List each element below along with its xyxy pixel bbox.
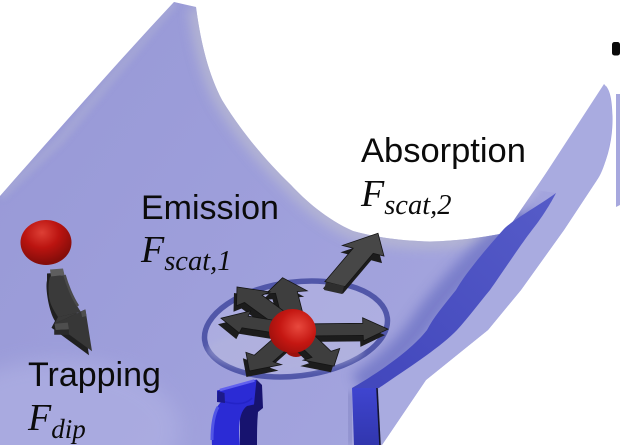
svg-text:Absorption: Absorption (361, 132, 526, 170)
svg-text:Emission: Emission (141, 189, 279, 227)
svg-text:Fdip: Fdip (27, 397, 86, 444)
svg-text:Trapping: Trapping (28, 356, 161, 394)
svg-text:Fscat,2: Fscat,2 (360, 173, 452, 221)
